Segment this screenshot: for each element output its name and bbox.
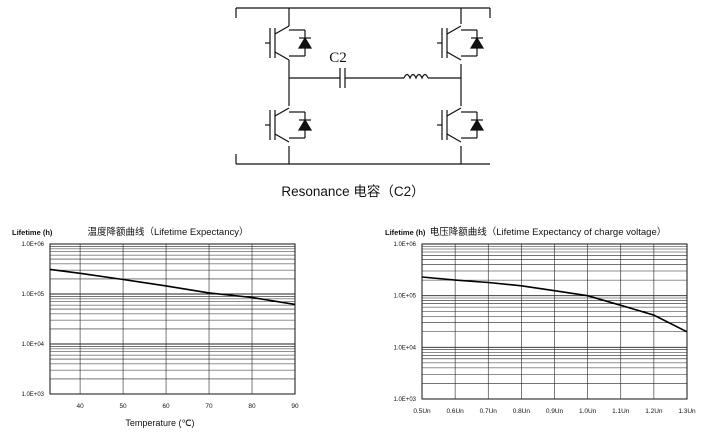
igbt-symbol-right-upper	[437, 24, 485, 64]
capacitor-c2-symbol	[339, 68, 346, 88]
x-tick-labels: 0.5Un 0.6Un 0.7Un 0.8Un 0.9Un 1.0Un 1.1Un 1.2Un…	[413, 408, 696, 415]
temperature-chart: 1.0E+06 1.0E+05 1.0E+04 1.0E+03 40 50 60 70 80 9…	[12, 226, 299, 428]
y-tick-labels: 1.0E+06 1.0E+05 1.0E+04 1.0E+03	[393, 242, 416, 403]
x-axis-label: Temperature (℃)	[125, 418, 194, 428]
plot-frame	[49, 243, 296, 395]
y-tick-labels: 1.0E+06 1.0E+05 1.0E+04 1.0E+03	[21, 242, 44, 398]
vertical-grid	[454, 244, 655, 399]
x-tick-label: 80	[248, 403, 256, 410]
schematic-caption: Resonance 电容（C2）	[281, 183, 424, 199]
y-tick-label: 1.0E+05	[393, 294, 416, 300]
y-tick-label: 1.0E+03	[21, 392, 44, 398]
x-tick-label: 0.5Un	[413, 408, 431, 415]
y-tick-label: 1.0E+05	[21, 292, 44, 298]
x-tick-labels: 40 50 60 70 80 90	[76, 403, 299, 410]
y-tick-label: 1.0E+04	[21, 342, 44, 348]
x-tick-label: 50	[119, 403, 127, 410]
series-line	[49, 268, 296, 306]
inductor-symbol	[403, 73, 429, 80]
igbt-symbol-left-upper	[265, 24, 313, 64]
series-line	[421, 276, 688, 333]
y-tick-label: 1.0E+06	[393, 242, 416, 248]
x-tick-label: 0.6Un	[446, 408, 464, 415]
x-tick-label: 1.2Un	[645, 408, 663, 415]
series-lines	[49, 268, 296, 306]
igbt-symbol-left-lower	[265, 106, 313, 146]
x-tick-label: 1.1Un	[612, 408, 630, 415]
vertical-grid	[79, 244, 253, 394]
igbt-symbol-right-lower	[437, 106, 485, 146]
x-tick-label: 1.3Un	[678, 408, 696, 415]
y-tick-label: 1.0E+06	[21, 242, 44, 248]
x-tick-label: 90	[291, 403, 299, 410]
x-tick-label: 0.9Un	[546, 408, 564, 415]
x-tick-label: 0.8Un	[513, 408, 531, 415]
x-tick-label: 60	[162, 403, 170, 410]
x-tick-label: 40	[76, 403, 84, 410]
chart-title: 温度降额曲线（Lifetime Expectancy）	[87, 226, 248, 238]
x-tick-label: 1.0Un	[579, 408, 597, 415]
x-tick-label: 0.7Un	[480, 408, 498, 415]
horizontal-grid	[50, 246, 295, 380]
series-lines	[421, 276, 688, 333]
y-axis-label: Lifetime (h)	[385, 228, 426, 237]
chart-title: 电压降额曲线（Lifetime Expectancy of charge vol…	[430, 226, 667, 238]
x-tick-label: 70	[205, 403, 213, 410]
capacitor-label: C2	[329, 50, 347, 66]
half-bridge-schematic	[235, 7, 491, 165]
y-tick-label: 1.0E+03	[393, 397, 416, 403]
y-tick-label: 1.0E+04	[393, 345, 416, 351]
y-axis-label: Lifetime (h)	[12, 228, 53, 237]
